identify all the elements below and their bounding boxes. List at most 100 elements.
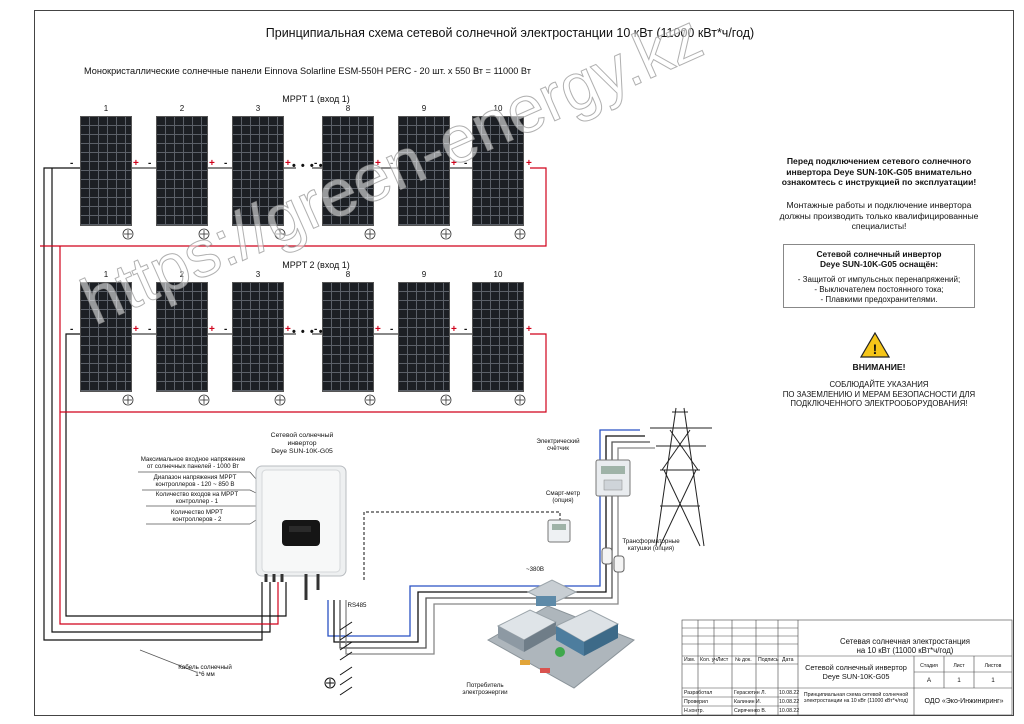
- solar-panel-icon: [322, 282, 374, 392]
- rs485-label: RS485: [347, 602, 367, 609]
- panel-number: 8: [345, 270, 351, 279]
- mppt1-negative-wire: [43, 167, 271, 641]
- solar-panel-icon: [398, 282, 450, 392]
- col-kol: Кол. уч.: [700, 657, 719, 663]
- col-izm: Изм.: [684, 657, 696, 663]
- col-doc: № док.: [735, 657, 752, 663]
- minus-sign: -: [70, 324, 74, 335]
- title-block-sheets-header: Листов: [984, 663, 1002, 669]
- solar-panel-icon: [472, 116, 524, 226]
- title-block-sheet-header: Лист: [953, 663, 965, 669]
- string-connectors: [132, 167, 472, 335]
- row-checker-role: Проверил: [684, 699, 708, 705]
- panel-number: 3: [255, 270, 261, 279]
- mppt2-negative-wire: [65, 333, 287, 617]
- diagram-subtitle: Монокристаллические солнечные панели Ein…: [84, 66, 531, 76]
- panel-number: 8: [345, 104, 351, 113]
- ac-output-lines: [327, 429, 655, 655]
- transformer-coils-icon: [601, 547, 625, 573]
- title-block-stage-value: А: [926, 677, 932, 684]
- minus-sign: -: [224, 324, 228, 335]
- smart-meter-icon: [547, 519, 571, 543]
- minus-sign: -: [464, 324, 468, 335]
- solar-panel-icon: [232, 282, 284, 392]
- plus-sign: +: [451, 158, 457, 169]
- installer-note: Монтажные работы и подключение инвертора…: [779, 200, 979, 232]
- plus-sign: +: [526, 324, 532, 335]
- minus-sign: -: [70, 158, 74, 169]
- minus-sign: -: [314, 158, 318, 169]
- plus-sign: +: [285, 324, 291, 335]
- panel-number: 2: [179, 104, 185, 113]
- power-tower-icon: [650, 407, 712, 547]
- solar-panel-icon: [156, 116, 208, 226]
- ellipsis: • • • •: [292, 326, 324, 338]
- plus-sign: +: [375, 158, 381, 169]
- smart-meter-label: Смарт-метр(опция): [545, 490, 581, 505]
- attention-heading: ВНИМАНИЕ!: [852, 362, 906, 372]
- ground-symbols: [122, 228, 526, 406]
- panel-number: 9: [421, 270, 427, 279]
- voltage-label: ~380В: [525, 566, 545, 573]
- solar-panel-icon: [398, 116, 450, 226]
- plus-sign: +: [451, 324, 457, 335]
- inverter-label: Сетевой солнечный инвертор Deye SUN-10K-…: [270, 432, 334, 455]
- ellipsis: • • • •: [292, 160, 324, 172]
- panel-number: 1: [103, 104, 109, 113]
- inverter-icon: [255, 465, 347, 600]
- row-checker-date: 10.08.22: [779, 699, 800, 705]
- diagram-title: Принципиальная схема сетевой солнечной э…: [265, 26, 755, 40]
- plus-sign: +: [526, 158, 532, 169]
- solar-panel-icon: [472, 282, 524, 392]
- col-sign: Подпись: [758, 657, 779, 663]
- minus-sign: -: [148, 324, 152, 335]
- minus-sign: -: [464, 158, 468, 169]
- panel-number: 1: [103, 270, 109, 279]
- title-block-sheet-value: 1: [957, 677, 961, 684]
- solar-panel-icon: [232, 116, 284, 226]
- cable-label-leader: [139, 649, 197, 673]
- plus-sign: +: [209, 158, 215, 169]
- title-block-company: ОДО «Эко-Инжиниринг»: [924, 698, 1004, 705]
- panel-number: 10: [493, 104, 503, 113]
- panel-number: 2: [179, 270, 185, 279]
- inverter-features-box: Сетевой солнечный инвертор Deye SUN-10K-…: [783, 244, 975, 308]
- spec-callout-lines: [138, 471, 263, 525]
- title-block-stage-header: Стадия: [920, 663, 938, 669]
- svg-text:!: !: [873, 341, 878, 357]
- solar-panel-icon: [156, 282, 208, 392]
- solar-panel-icon: [80, 282, 132, 392]
- row-developer-role: Разработал: [684, 690, 713, 696]
- row-developer-name: Герасютин Л.: [734, 690, 766, 696]
- warning-triangle-icon: !: [860, 332, 890, 358]
- plus-sign: +: [209, 324, 215, 335]
- plus-sign: +: [133, 324, 139, 335]
- minus-sign: -: [314, 324, 318, 335]
- solar-panel-icon: [322, 116, 374, 226]
- mppt1-label: MPPT 1 (вход 1): [282, 94, 350, 104]
- panel-number: 3: [255, 104, 261, 113]
- instruction-note: Перед подключением сетевого солнечного и…: [781, 156, 977, 188]
- title-block-grid: [681, 619, 1013, 716]
- row-developer-date: 10.08.22: [779, 690, 800, 696]
- col-date: Дата: [782, 657, 794, 663]
- row-checker-name: Калинин И.: [734, 699, 762, 705]
- row-normcontrol-date: 10.08.22: [779, 708, 800, 714]
- plus-sign: +: [133, 158, 139, 169]
- minus-sign: -: [390, 158, 394, 169]
- mppt2-label: MPPT 2 (вход 1): [282, 260, 350, 270]
- row-normcontrol-role: Н.контр.: [684, 708, 704, 714]
- minus-sign: -: [390, 324, 394, 335]
- ac-breakers: [324, 621, 353, 696]
